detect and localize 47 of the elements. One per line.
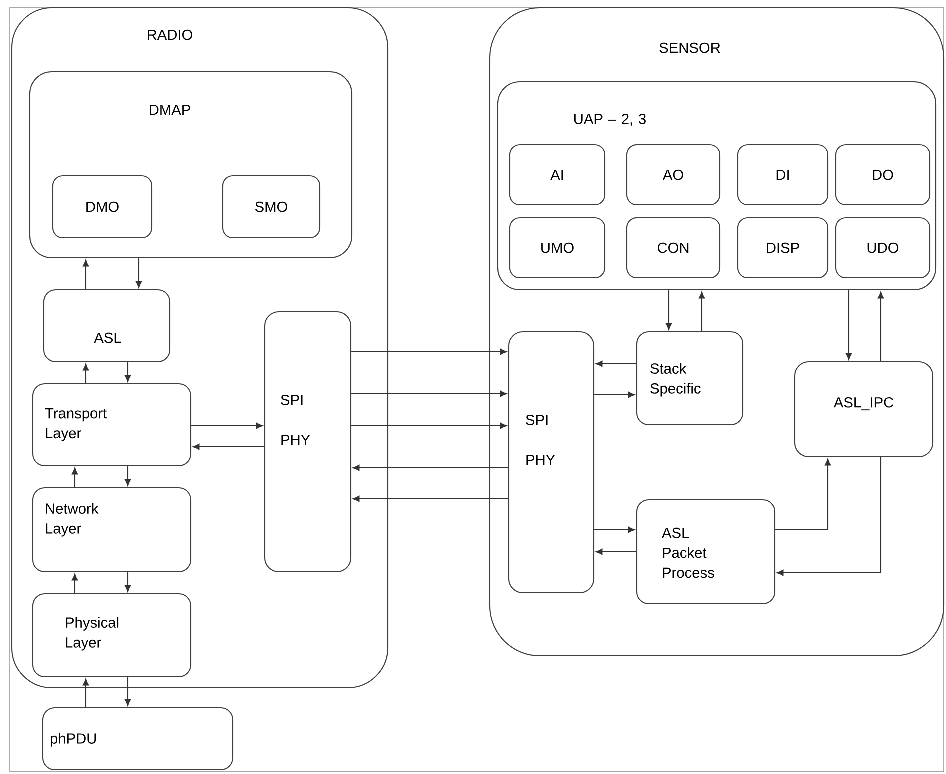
arrow <box>352 348 508 356</box>
module-box: CON <box>626 217 721 279</box>
layer-box: Physical Layer <box>32 593 192 678</box>
layer-box: Transport Layer <box>32 383 192 467</box>
arrow <box>82 678 90 708</box>
interface-box: SPI PHY <box>264 311 352 573</box>
interface-box: SPI PHY <box>508 331 595 594</box>
arrow <box>192 444 264 450</box>
process-box: ASL_IPC <box>794 361 934 458</box>
arrow <box>82 260 90 290</box>
layer-box: ASL <box>43 289 171 363</box>
module-box: UDO <box>835 217 931 279</box>
arrow <box>136 258 142 288</box>
arrow <box>124 466 132 486</box>
module-box: DI <box>737 144 829 206</box>
arrow <box>596 548 636 556</box>
arrow <box>666 290 672 330</box>
arrow <box>72 574 78 594</box>
process-box: ASL Packet Process <box>636 499 776 605</box>
arrow <box>352 390 508 398</box>
process-box: Stack Specific <box>636 331 744 426</box>
arrow <box>192 422 264 430</box>
layer-box: phPDU <box>42 707 234 771</box>
arrow <box>698 292 706 332</box>
arrow <box>124 572 132 592</box>
arrow <box>124 362 132 382</box>
module-box: AI <box>509 144 606 206</box>
arrow <box>352 464 508 472</box>
module-box: SMO <box>222 175 321 239</box>
arrow <box>594 392 636 398</box>
arrow <box>82 364 90 384</box>
arrow <box>72 468 78 488</box>
arrow <box>776 458 832 531</box>
module-box: DMO <box>52 175 153 239</box>
arrow <box>846 290 852 360</box>
arrow <box>352 496 508 502</box>
arrow <box>352 422 508 430</box>
module-box: AO <box>626 144 721 206</box>
module-box: DO <box>835 144 931 206</box>
arrow <box>776 458 882 576</box>
module-box: UMO <box>509 217 606 279</box>
module-box: DISP <box>737 217 829 279</box>
arrow <box>596 360 636 368</box>
arrow <box>878 292 884 362</box>
arrow <box>594 526 636 534</box>
arrow <box>124 678 132 706</box>
layer-box: Network Layer <box>32 487 192 573</box>
